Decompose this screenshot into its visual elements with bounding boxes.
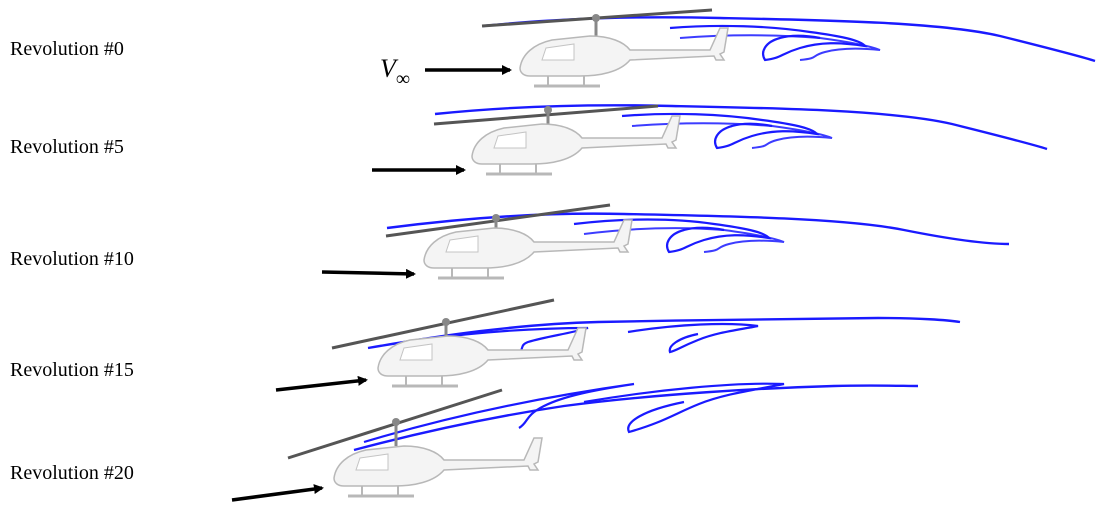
rotor-blade: [433, 104, 659, 126]
freestream-velocity-label: V∞: [380, 54, 411, 91]
wake-loop: [627, 322, 759, 354]
wake-trace: [434, 104, 1048, 151]
wake-loop: [679, 34, 881, 61]
revolution-15-label: Revolution #15: [10, 359, 134, 381]
wake-trace: [367, 316, 961, 350]
revolution-0-label: Revolution #0: [10, 38, 124, 60]
wake-loop: [583, 382, 785, 434]
helicopter-icon: [519, 14, 729, 88]
helicopter-icon: [423, 214, 633, 280]
revolution-0-group: [425, 8, 1096, 88]
wake-loop: [583, 227, 785, 253]
helicopter-icon: [377, 318, 587, 388]
wake-loop: [621, 112, 820, 150]
revolution-10-group: [321, 203, 1010, 280]
revolution-10-label: Revolution #10: [10, 248, 134, 270]
revolution-15-group: [275, 298, 961, 392]
wake-loop: [669, 24, 868, 62]
revolution-5-group: [372, 104, 1048, 176]
freestream-arrow: [231, 484, 324, 502]
helicopter-icon: [333, 418, 543, 498]
wake-loop: [573, 218, 772, 254]
wake-trace: [353, 384, 919, 452]
wake-loop: [631, 122, 833, 149]
wake-loop: [363, 382, 635, 444]
freestream-arrow: [275, 375, 368, 392]
revolution-20-group: [231, 382, 919, 502]
revolution-20-label: Revolution #20: [10, 462, 134, 484]
helicopter-icon: [471, 106, 681, 176]
freestream-arrow: [321, 268, 416, 279]
revolution-5-label: Revolution #5: [10, 136, 124, 158]
